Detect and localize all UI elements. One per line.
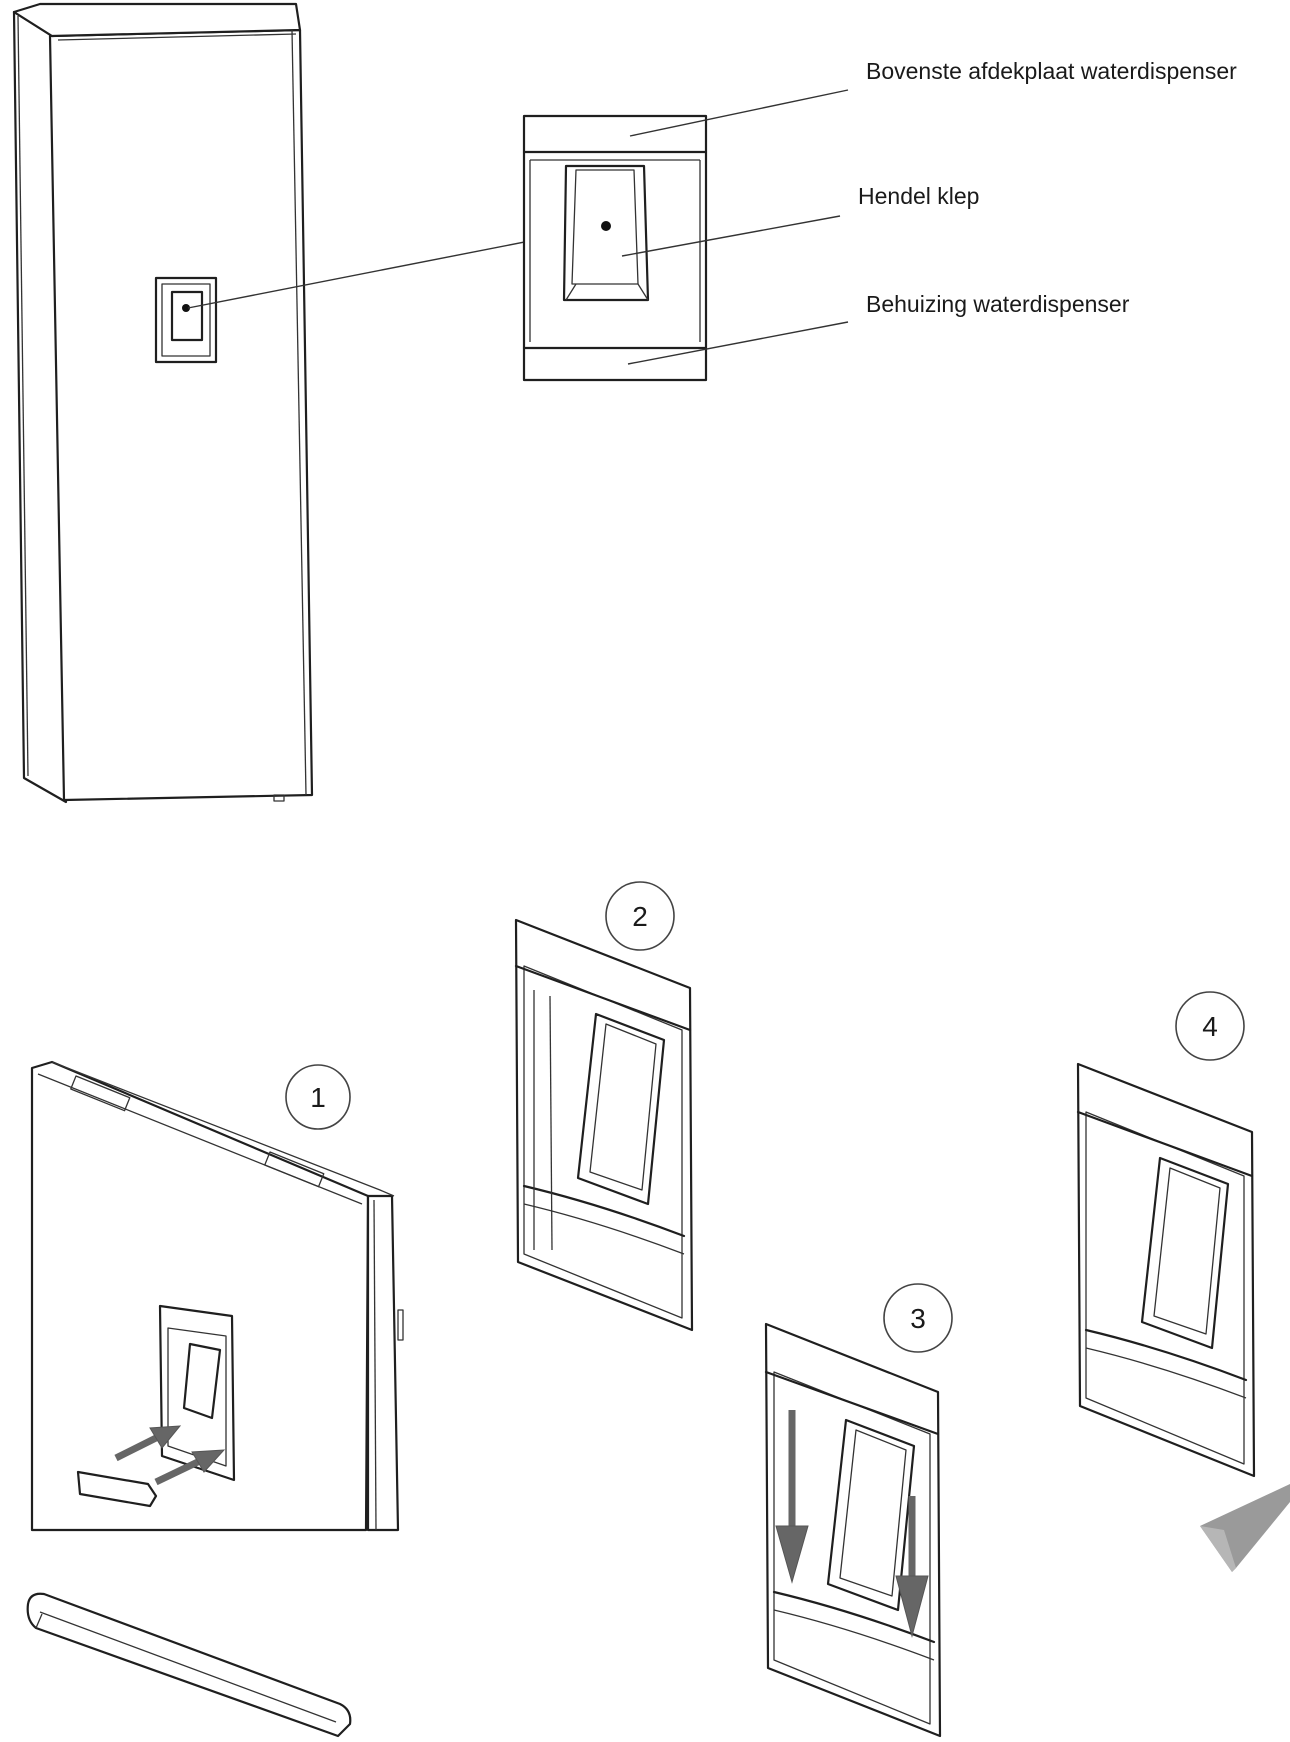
svg-text:2: 2 (632, 901, 648, 932)
checkmark-icon (1200, 1484, 1290, 1572)
label-housing: Behuizing waterdispenser (866, 291, 1130, 317)
label-lever: Hendel klep (858, 183, 979, 209)
svg-text:3: 3 (910, 1303, 926, 1334)
step-badge-2: 2 (605, 881, 675, 951)
push-arrow-icon (154, 1449, 226, 1486)
push-arrow-icon (114, 1425, 182, 1462)
down-arrow-icon (895, 1496, 929, 1638)
step-badge-4: 4 (1175, 991, 1245, 1061)
svg-text:1: 1 (310, 1082, 326, 1113)
dispenser-enlarged (522, 114, 708, 382)
step-2-dispenser (514, 918, 694, 1332)
step-4-dispenser (1076, 1062, 1256, 1478)
label-top-cover: Bovenste afdekplaat waterdispenser (866, 58, 1237, 84)
step-badge-3: 3 (883, 1283, 953, 1353)
step-3-dispenser (764, 1322, 942, 1738)
step-1-door (30, 1060, 404, 1532)
svg-text:4: 4 (1202, 1011, 1218, 1042)
step-badge-1: 1 (285, 1064, 351, 1130)
refrigerator-full (12, 2, 314, 804)
drip-tray (26, 1592, 352, 1738)
down-arrow-icon (775, 1410, 809, 1584)
